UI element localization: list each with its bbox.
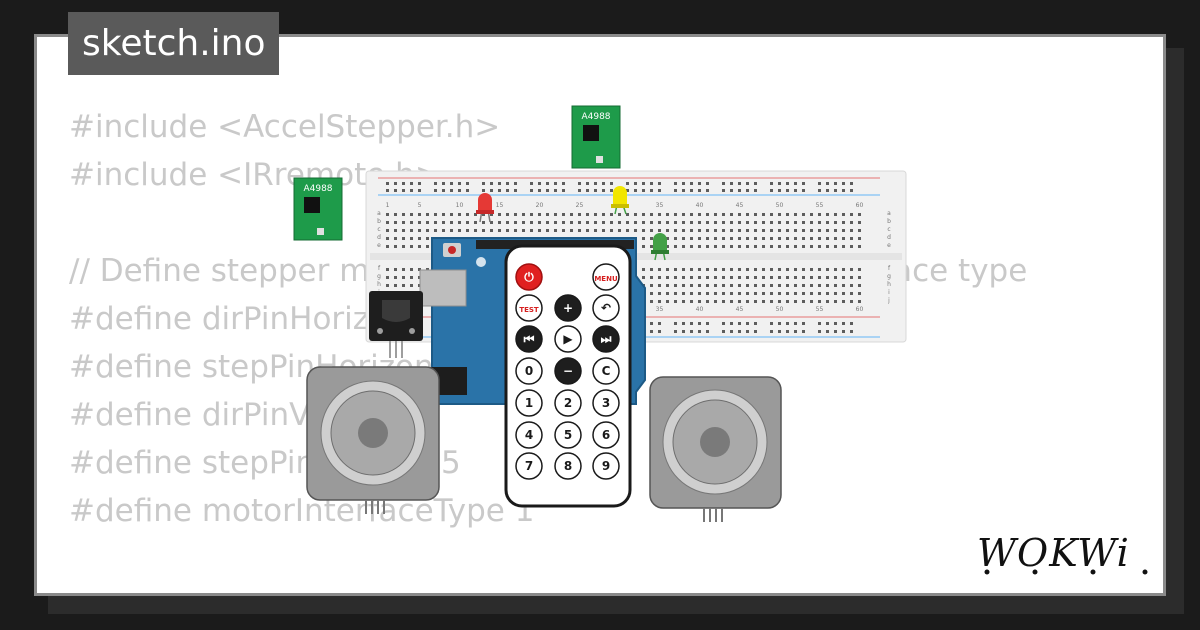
remote-button[interactable]: MENU [592, 263, 620, 291]
remote-button-label: TEST [519, 306, 539, 314]
remote-button[interactable]: 1 [515, 389, 543, 417]
breadboard-column-number: 60 [856, 306, 864, 313]
led-yellow[interactable] [611, 186, 629, 215]
remote-button-label: 8 [564, 459, 572, 473]
remote-button-label: 9 [602, 459, 610, 473]
breadboard-column-number: 50 [776, 202, 784, 209]
breadboard-row-letter: g [377, 273, 381, 280]
driver-label: A4988 [303, 184, 332, 194]
code-line: #include <AccelStepper.h> [69, 109, 501, 145]
led-green[interactable] [651, 233, 669, 261]
remote-button[interactable]: 4 [515, 421, 543, 449]
breadboard-column-number: 20 [536, 202, 544, 209]
ir-receiver[interactable] [369, 291, 423, 358]
remote-button[interactable]: 5 [554, 421, 582, 449]
remote-button[interactable]: ▶ [554, 325, 582, 353]
remote-button-label: 2 [564, 396, 572, 410]
breadboard-row-letter: c [887, 226, 890, 233]
breadboard-column-number: 15 [496, 202, 504, 209]
remote-button[interactable]: 8 [554, 452, 582, 480]
remote-button[interactable]: 9 [592, 452, 620, 480]
breadboard-row-letter: i [888, 289, 890, 296]
remote-button-label: 4 [525, 428, 533, 442]
remote-button-label: + [563, 301, 573, 315]
remote-button[interactable]: 6 [592, 421, 620, 449]
remote-button-label: ↶ [601, 301, 611, 315]
breadboard-row-letter: d [377, 234, 381, 241]
remote-button[interactable]: C [592, 357, 620, 385]
remote-button-label: 1 [525, 396, 533, 410]
stepper-driver-1[interactable]: A4988 [571, 105, 621, 169]
breadboard-row-letter: b [377, 218, 381, 225]
breadboard-column-number: 40 [696, 202, 704, 209]
remote-button-label: 7 [525, 459, 533, 473]
breadboard-column-number: 25 [576, 202, 584, 209]
breadboard-column-number: 55 [816, 202, 824, 209]
breadboard-column-number: 50 [776, 306, 784, 313]
breadboard-row-letter: f [378, 265, 381, 272]
breadboard-row-letter: h [887, 281, 891, 288]
breadboard-column-number: 10 [456, 202, 464, 209]
breadboard-column-number: 35 [656, 202, 664, 209]
breadboard-column-number: 60 [856, 202, 864, 209]
breadboard-row-letter: e [887, 242, 891, 249]
breadboard-column-number: 45 [736, 306, 744, 313]
breadboard-row-letter: d [887, 234, 891, 241]
remote-button-label: ⏮ [524, 332, 535, 346]
remote-button[interactable]: 7 [515, 452, 543, 480]
code-line: // Define IR remote control pins [69, 583, 1027, 593]
remote-button-label: C [602, 364, 611, 378]
remote-button-label: ⏻ [524, 270, 534, 284]
breadboard-column-number: 1 [386, 202, 390, 209]
stepper-motor-right[interactable] [649, 376, 782, 522]
stepper-driver-2[interactable]: A4988 [293, 177, 343, 241]
breadboard-row-letter: h [377, 281, 381, 288]
wokwi-logo-text: WOKWi [977, 531, 1130, 575]
file-tab[interactable]: sketch.ino [68, 12, 280, 75]
remote-button[interactable]: ⏻ [515, 263, 543, 291]
breadboard-column-number: 5 [418, 202, 422, 209]
remote-button[interactable]: 0 [515, 357, 543, 385]
breadboard-column-number: 35 [656, 306, 664, 313]
remote-button[interactable]: TEST [515, 294, 543, 322]
remote-button-label: ▶ [563, 332, 573, 346]
wokwi-logo: WOKWi [977, 531, 1148, 575]
remote-button-label: 3 [602, 396, 610, 410]
remote-button[interactable]: + [554, 294, 582, 322]
remote-button[interactable]: − [554, 357, 582, 385]
breadboard-row-letter: j [887, 297, 890, 304]
breadboard-row-letter: f [888, 265, 891, 272]
ir-remote-control[interactable]: ⏻ MENU TEST + ↶ ⏮ ▶ ⏭ 0 − C 1 2 3 4 5 6 7 8 9 [504, 244, 632, 508]
breadboard-row-letter: b [887, 218, 891, 225]
breadboard-column-number: 40 [696, 306, 704, 313]
led-red[interactable] [476, 193, 494, 223]
remote-button[interactable]: ⏮ [515, 325, 543, 353]
breadboard-row-letter: e [377, 242, 381, 249]
remote-button[interactable]: ⏭ [592, 325, 620, 353]
remote-button-label: 0 [525, 364, 533, 378]
remote-button-label: ⏭ [601, 332, 612, 346]
remote-button[interactable]: ↶ [592, 294, 620, 322]
remote-button-label: 6 [602, 428, 610, 442]
remote-button-label: − [563, 364, 573, 378]
remote-button-label: MENU [594, 275, 618, 283]
remote-button[interactable]: 3 [592, 389, 620, 417]
breadboard-row-letter: g [887, 273, 891, 280]
remote-button-label: 5 [564, 428, 572, 442]
breadboard-row-letter: a [887, 210, 891, 217]
stepper-motor-left[interactable] [306, 366, 440, 514]
driver-label: A4988 [581, 112, 610, 122]
breadboard-row-letter: a [377, 210, 381, 217]
breadboard-column-number: 45 [736, 202, 744, 209]
remote-button[interactable]: 2 [554, 389, 582, 417]
breadboard-column-number: 55 [816, 306, 824, 313]
breadboard-row-letter: c [377, 226, 380, 233]
